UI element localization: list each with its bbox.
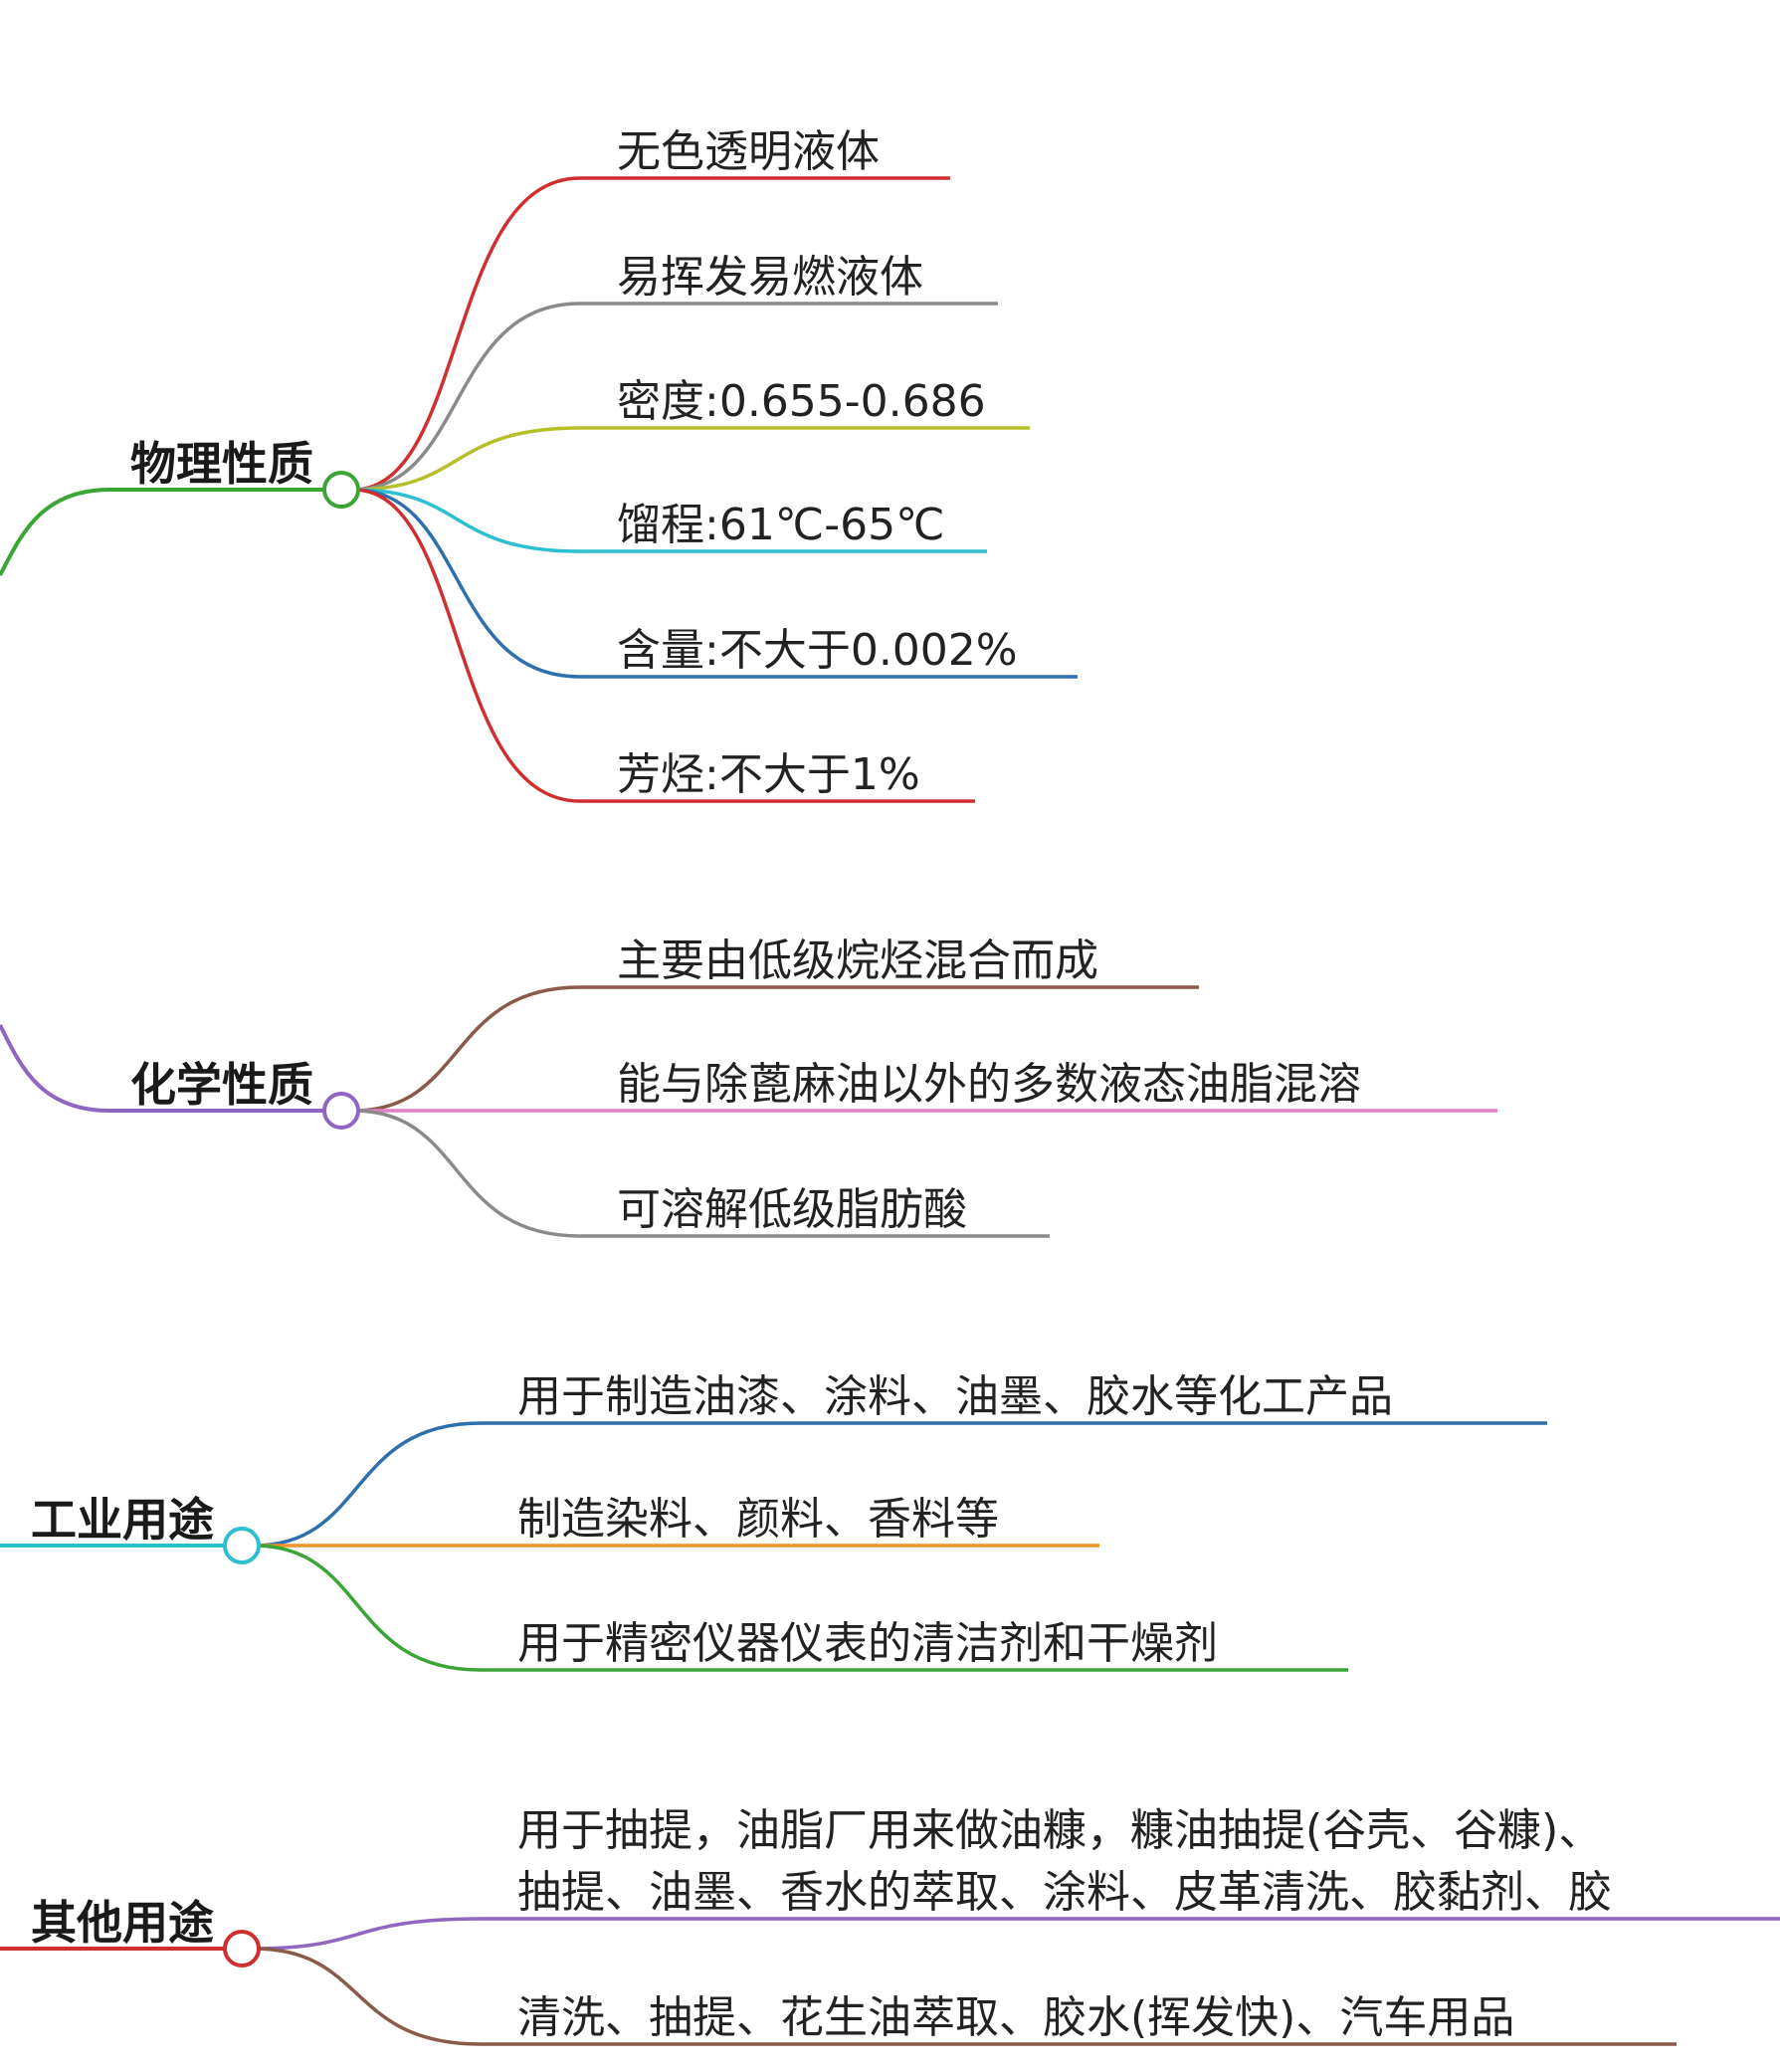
leaf-connector [253,1947,1677,2046]
leaf-label: 用于精密仪器仪表的清洁剂和干燥剂 [517,1618,1218,1669]
leaf-label: 清洗、抽提、花生油萃取、胶水(挥发快)、汽车用品 [517,1992,1514,2043]
leaf-label: 芳烃:不大于1% [617,749,920,800]
branch-label: 工业用途 [31,1493,214,1547]
branch-label: 其他用途 [31,1896,214,1950]
branch-label: 物理性质 [130,437,313,491]
leaf-label: 制造染料、颜料、香料等 [517,1494,999,1545]
leaf-label: 无色透明液体 [617,126,880,177]
branch-node[interactable] [223,1930,261,1968]
leaf-label: 用于抽提，油脂厂用来做油糠，糠油抽提(谷壳、谷糠)、 [517,1805,1602,1856]
leaf-connector [352,488,987,553]
leaf-label: 能与除蓖麻油以外的多数液态油脂混溶 [617,1059,1361,1110]
branch-connector [0,1024,329,1113]
leaf-connector [352,426,1030,492]
branch-label: 化学性质 [130,1058,313,1112]
leaf-label: 易挥发易燃液体 [617,252,923,303]
leaf-connector [253,1917,1780,1951]
leaf-connector [352,302,998,492]
leaf-connector [253,1421,1547,1548]
edges [0,176,1780,2046]
leaf-label: 抽提、油墨、香水的萃取、涂料、皮革清洗、胶黏剂、胶 [517,1867,1612,1918]
branch-node[interactable] [322,471,360,509]
branch-node[interactable] [322,1092,360,1130]
leaf-label: 含量:不大于0.002% [617,625,1018,676]
leaf-connector [352,488,1078,679]
leaf-connector [352,488,975,803]
leaf-connector [352,176,950,492]
leaf-label: 主要由低级烷烃混合而成 [617,935,1098,986]
leaf-label: 密度:0.655-0.686 [617,376,986,427]
leaf-label: 可溶解低级脂肪酸 [617,1184,967,1235]
leaf-connector [352,985,1199,1113]
leaf-connector [253,1544,1348,1672]
branch-connector [0,488,329,576]
leaf-label: 馏程:61℃-65℃ [617,500,945,550]
nodes [223,471,360,1968]
leaf-label: 用于制造油漆、涂料、油墨、胶水等化工产品 [517,1371,1393,1422]
branch-node[interactable] [223,1527,261,1564]
leaf-connector [352,1109,1050,1238]
